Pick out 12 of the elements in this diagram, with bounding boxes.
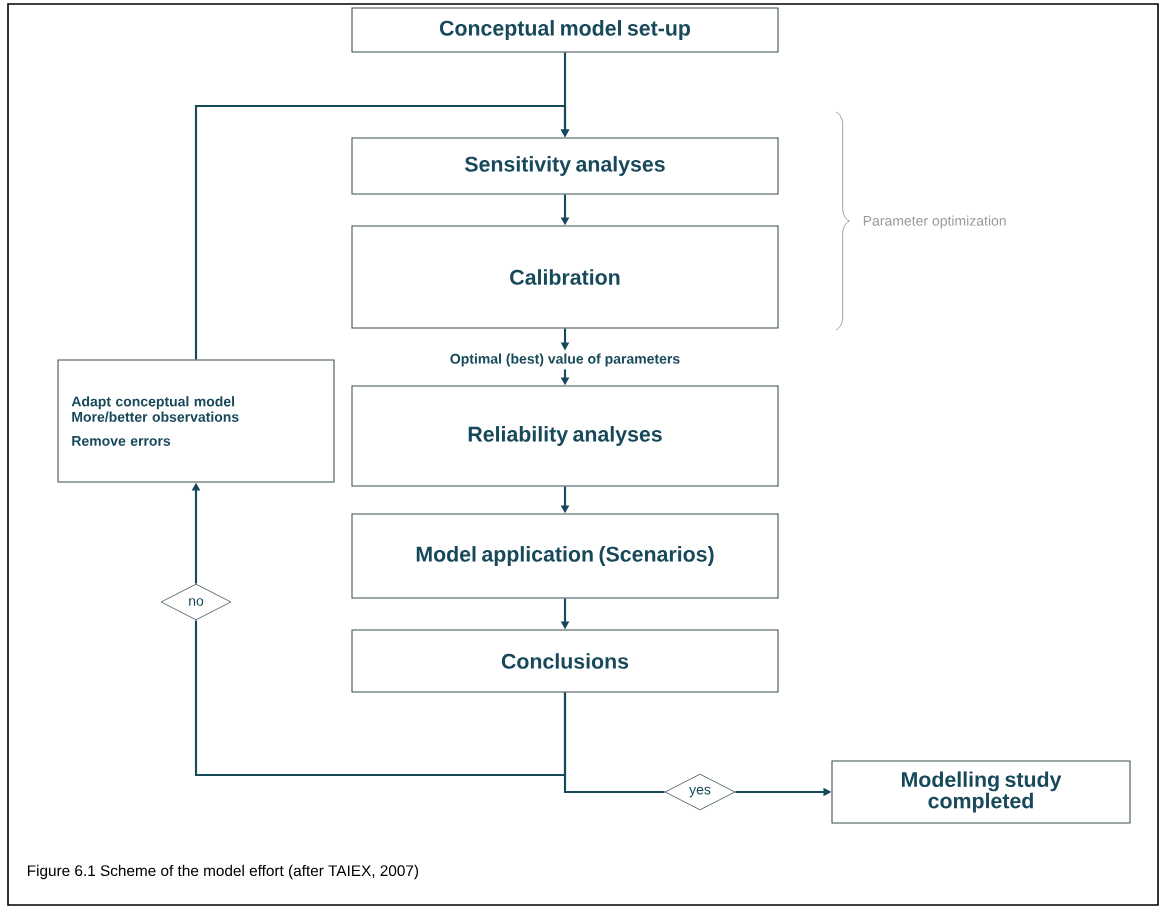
process-box: Calibration — [351, 225, 779, 329]
note-box: Adapt conceptual model More/better observations Remove errors — [57, 359, 335, 483]
process-box: Conclusions — [351, 629, 779, 693]
bracket-label: Parameter optimization — [863, 215, 1006, 229]
process-box: Sensitivity analyses — [351, 137, 779, 195]
process-box: Reliability analyses — [351, 385, 779, 487]
process-box: Model application (Scenarios) — [351, 513, 779, 599]
flow-text: Optimal (best) value of parameters — [450, 353, 680, 367]
caption: Figure 6.1 Scheme of the model effort (after TAIEX, 2007) — [27, 864, 419, 880]
process-box: Conceptual model set-up — [351, 7, 779, 53]
arrow — [194, 104, 570, 360]
process-box: Modelling study completed — [831, 760, 1131, 824]
